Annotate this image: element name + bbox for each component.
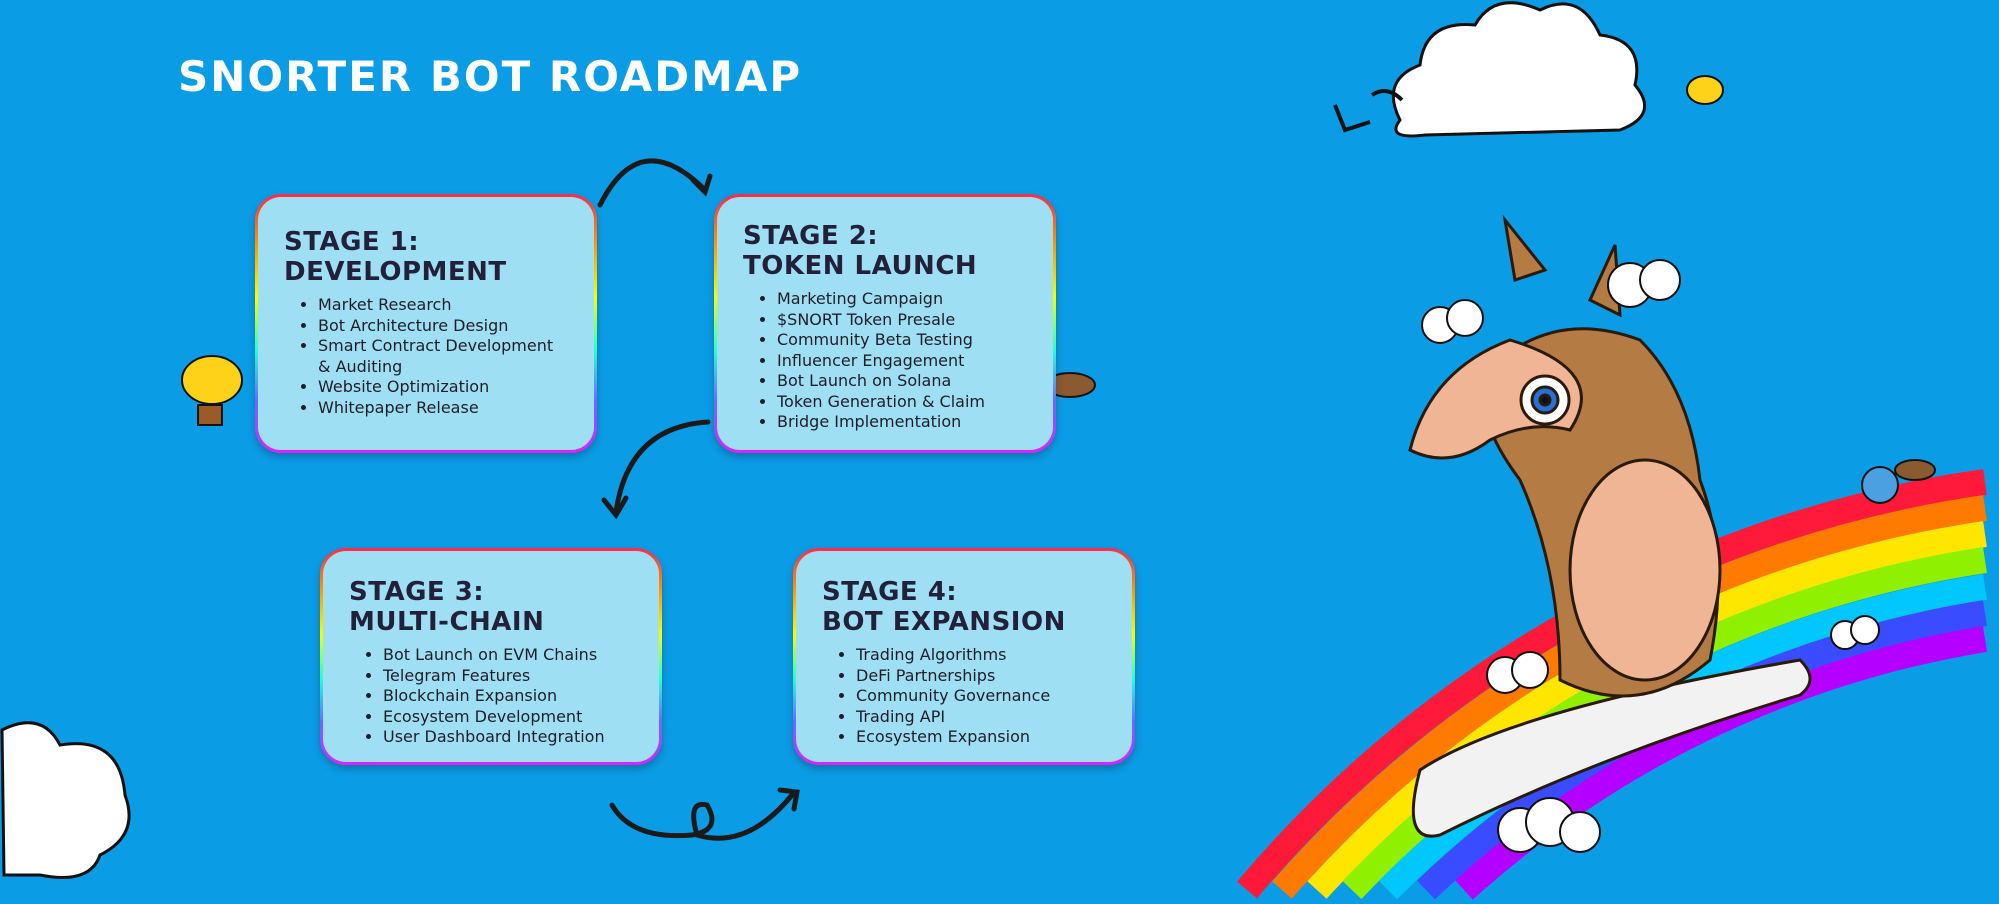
list-item: Website Optimization xyxy=(318,377,570,398)
list-item: Whitepaper Release xyxy=(318,398,570,419)
armadillo-character xyxy=(1408,214,1812,838)
list-item: Bot Launch on Solana xyxy=(777,371,1029,392)
small-clouds xyxy=(1421,259,1880,853)
stage-number: Stage 4: xyxy=(822,577,958,607)
stage-name: Multi-Chain xyxy=(349,607,545,637)
stage-name: Token Launch xyxy=(743,251,978,281)
list-item: Community Governance xyxy=(856,686,1108,707)
list-item: Community Beta Testing xyxy=(777,330,1029,351)
list-item: Bot Launch on EVM Chains xyxy=(383,645,635,666)
stage-heading: Stage 3:Multi-Chain xyxy=(349,577,635,637)
list-item: Token Generation & Claim xyxy=(777,392,1029,413)
arrows xyxy=(597,158,800,841)
list-item: Bridge Implementation xyxy=(777,412,1029,433)
list-item: DeFi Partnerships xyxy=(856,666,1108,687)
stage-number: Stage 2: xyxy=(743,221,879,251)
bird-icon xyxy=(1333,89,1404,133)
list-item: Telegram Features xyxy=(383,666,635,687)
bee-mascot xyxy=(181,75,1724,426)
list-item: Ecosystem Development xyxy=(383,707,635,728)
cloud-top xyxy=(1391,1,1646,138)
list-item: Ecosystem Expansion xyxy=(856,727,1108,748)
stage-name: Bot Expansion xyxy=(822,607,1066,637)
list-item: Market Research xyxy=(318,295,570,316)
list-item: Bot Architecture Design xyxy=(318,316,570,337)
list-item: Marketing Campaign xyxy=(777,289,1029,310)
list-item: User Dashboard Integration xyxy=(383,727,635,748)
list-item: Smart Contract Development & Auditing xyxy=(318,336,570,377)
stage-2-card: Stage 2:Token Launch Marketing Campaign … xyxy=(714,194,1056,453)
page-title: Snorter Bot Roadmap xyxy=(178,52,803,101)
stage-heading: Stage 1:Development xyxy=(284,227,570,287)
stage-name: Development xyxy=(284,257,507,287)
stage-number: Stage 3: xyxy=(349,577,485,607)
cloud-bottom-left xyxy=(0,721,131,879)
stage-heading: Stage 2:Token Launch xyxy=(743,221,1029,281)
stage-heading: Stage 4:Bot Expansion xyxy=(822,577,1108,637)
list-item: Blockchain Expansion xyxy=(383,686,635,707)
stage-items: Bot Launch on EVM Chains Telegram Featur… xyxy=(349,645,635,748)
stage-1-card: Stage 1:Development Market Research Bot … xyxy=(255,194,597,453)
stage-items: Trading Algorithms DeFi Partnerships Com… xyxy=(822,645,1108,748)
list-item: $SNORT Token Presale xyxy=(777,310,1029,331)
list-item: Trading Algorithms xyxy=(856,645,1108,666)
mouse-mascot xyxy=(1861,459,1936,504)
list-item: Influencer Engagement xyxy=(777,351,1029,372)
stage-4-card: Stage 4:Bot Expansion Trading Algorithms… xyxy=(793,548,1135,765)
stage-items: Market Research Bot Architecture Design … xyxy=(284,295,570,418)
stage-number: Stage 1: xyxy=(284,227,420,257)
list-item: Trading API xyxy=(856,707,1108,728)
stage-items: Marketing Campaign $SNORT Token Presale … xyxy=(743,289,1029,433)
stage-3-card: Stage 3:Multi-Chain Bot Launch on EVM Ch… xyxy=(320,548,662,765)
